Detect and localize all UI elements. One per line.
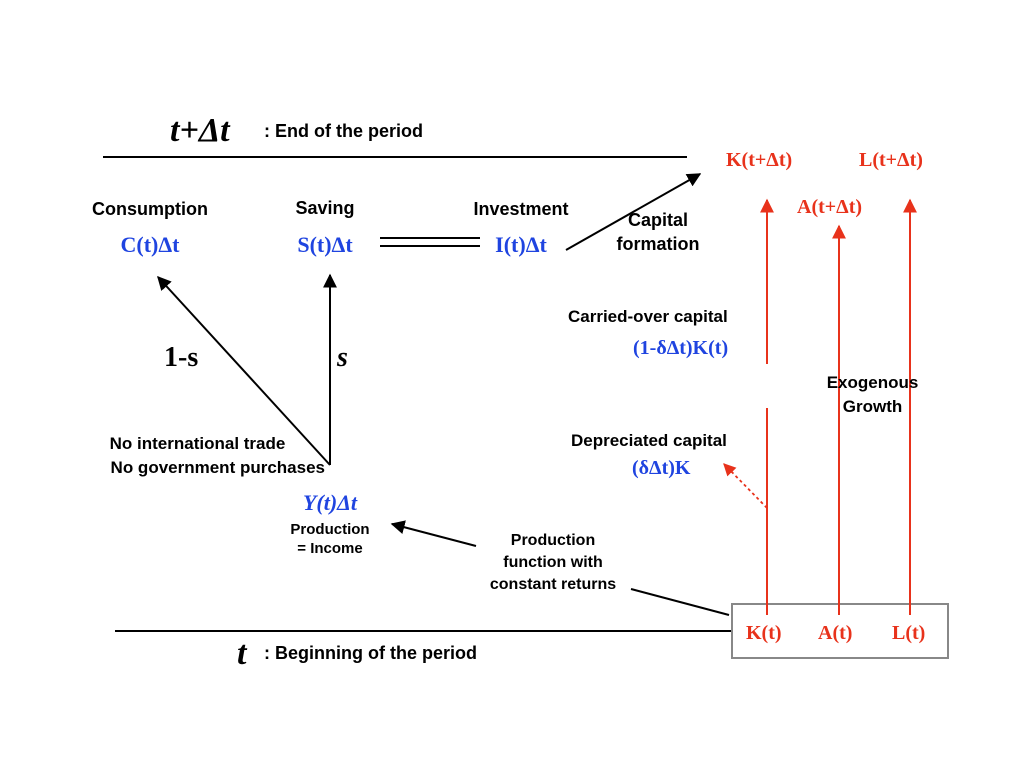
saving-title: Saving — [295, 198, 355, 218]
end-of-period-label: : End of the period — [264, 121, 423, 141]
saving-rate-label: s — [337, 342, 348, 373]
start-labor: L(t) — [892, 622, 926, 644]
capital-formation-label: Capital formation — [598, 208, 718, 256]
consumption-share-text: 1-s — [164, 342, 199, 373]
production-function-pointer — [630, 588, 730, 616]
carried-over-capital-expression: (1-δΔt)K(t) — [633, 337, 729, 359]
production-function-line-2: function with — [503, 554, 603, 571]
investment-expression: I(t)Δt — [495, 232, 547, 257]
capital-formation-arrow — [565, 173, 702, 251]
output-expression: Y(t)Δt — [302, 490, 358, 515]
exogenous-growth-line-2: Growth — [842, 397, 903, 416]
consumption-title: Consumption — [92, 199, 208, 219]
production-arrow — [390, 520, 477, 547]
capital-formation-line-1: Capital — [627, 210, 688, 230]
consumption-expression: C(t)Δt — [120, 232, 180, 257]
end-capital: K(t+Δt) — [726, 149, 793, 171]
depreciated-capital-label: Depreciated capital — [571, 431, 727, 450]
assumption-no-government: No government purchases — [110, 458, 325, 477]
start-technology: A(t) — [818, 622, 853, 644]
depreciation-arrow — [723, 463, 768, 509]
production-function-label: Production function with constant return… — [470, 530, 636, 596]
capital-formation-line-2: formation — [616, 234, 700, 254]
output-caption-line-2: = Income — [297, 540, 363, 557]
end-labor: L(t+Δt) — [859, 149, 923, 171]
production-function-line-1: Production — [510, 532, 596, 549]
output-caption: Production = Income — [270, 520, 390, 558]
exogenous-growth-line-1: Exogenous — [826, 373, 919, 392]
saving-expression: S(t)Δt — [297, 232, 353, 257]
end-technology: A(t+Δt) — [797, 196, 863, 218]
depreciated-capital-expression: (δΔt)K — [632, 457, 691, 479]
investment-title: Investment — [473, 199, 569, 219]
consumption-share-label: 1-s — [164, 344, 198, 372]
assumption-no-trade: No international trade — [109, 434, 286, 453]
start-capital: K(t) — [746, 622, 782, 644]
carried-over-capital-label: Carried-over capital — [568, 307, 728, 326]
assumptions-label: No international trade No government pur… — [70, 432, 325, 480]
beginning-time-label: t — [237, 635, 247, 672]
exogenous-growth-label: Exogenous Growth — [800, 371, 945, 419]
beginning-of-period-label: : Beginning of the period — [264, 643, 477, 663]
output-caption-line-1: Production — [290, 521, 370, 538]
arrow-to-consumption — [157, 275, 331, 466]
production-function-line-3: constant returns — [489, 576, 617, 593]
end-time-label: t+Δt — [170, 112, 230, 149]
